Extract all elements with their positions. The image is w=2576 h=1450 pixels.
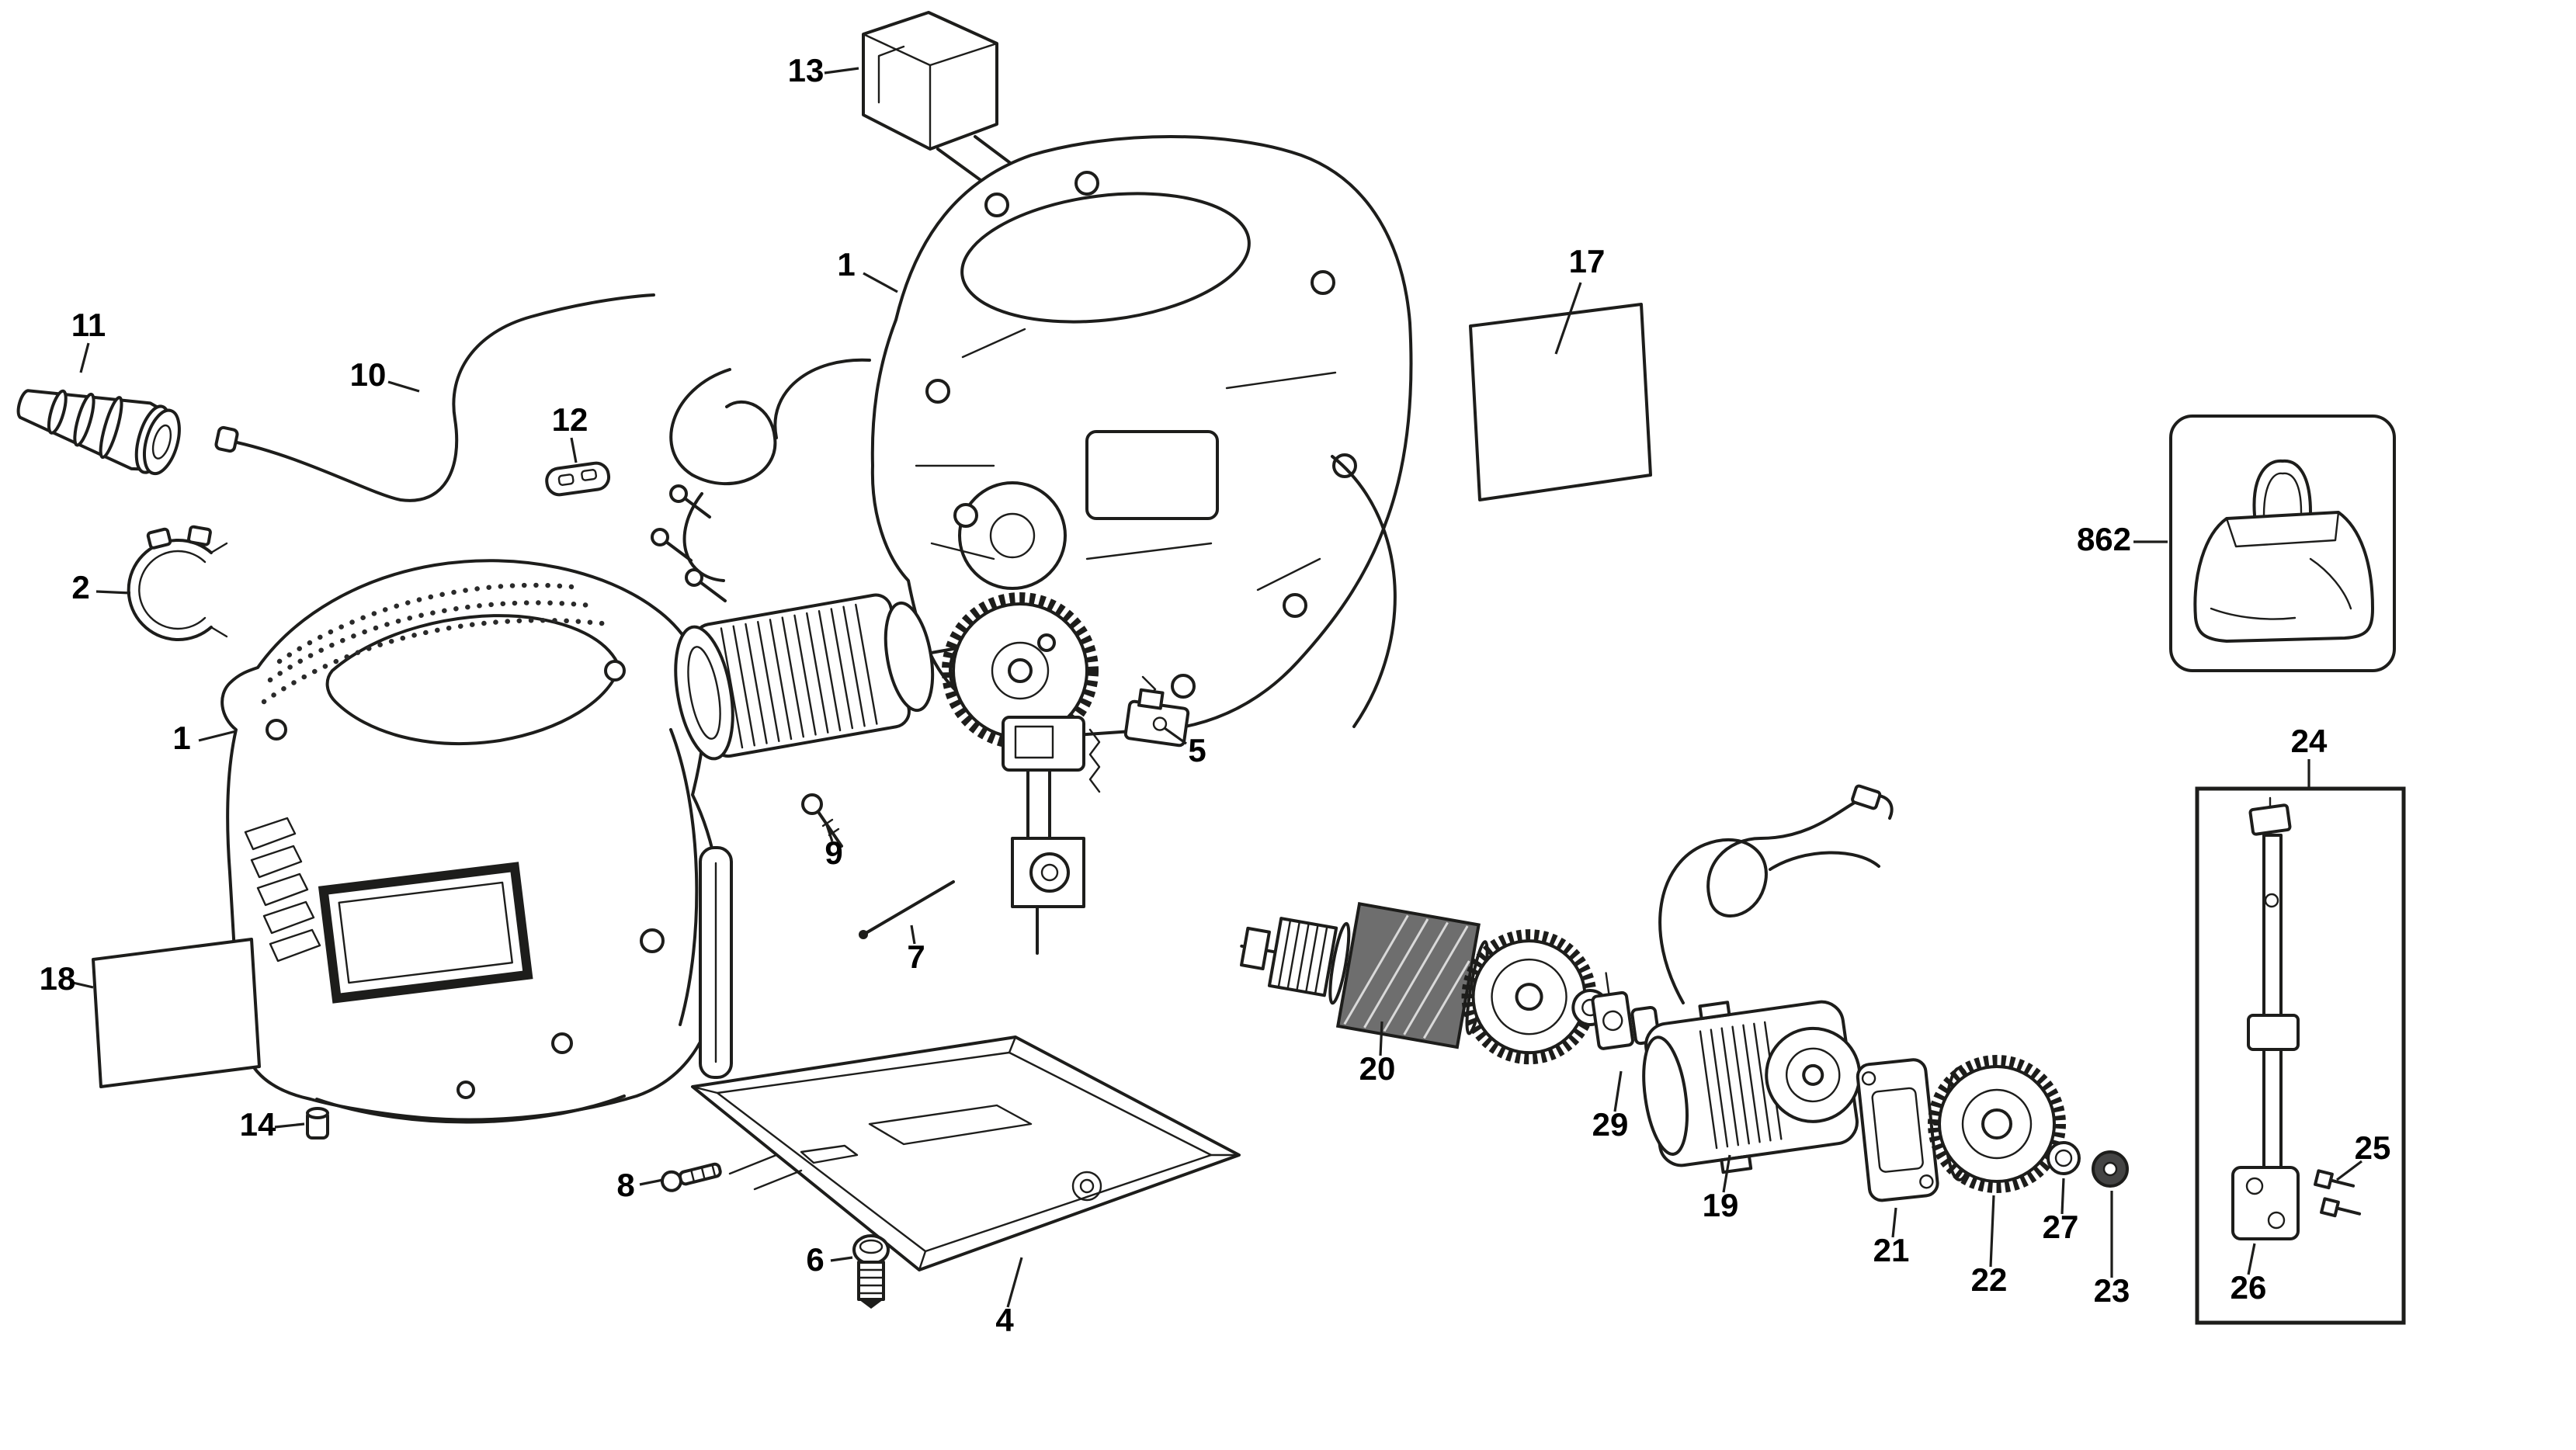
part-decal-17	[1469, 303, 1652, 501]
part-nut-23	[2092, 1150, 2129, 1188]
callout-leader-17	[1554, 282, 1582, 355]
callout-leader-18	[72, 981, 94, 989]
part-switch	[862, 11, 1039, 200]
part-wire-clamp	[127, 525, 228, 641]
callout-leader-27	[2060, 1178, 2065, 1215]
callout-leader-13	[824, 67, 859, 75]
callout-leader-10	[387, 380, 420, 393]
callout-29: 29	[1592, 1106, 1629, 1143]
callout-2: 2	[71, 569, 89, 605]
callout-14: 14	[240, 1106, 276, 1143]
part-blade-assembly-box	[2195, 786, 2406, 1325]
callout-24: 24	[2291, 723, 2328, 759]
callout-5: 5	[1188, 732, 1206, 768]
callout-862: 862	[2077, 521, 2131, 557]
callout-7: 7	[907, 938, 925, 975]
callout-9: 9	[825, 834, 842, 871]
callout-leader-19	[1722, 1154, 1731, 1193]
part-bearing-bracket	[1856, 1058, 1939, 1202]
callout-27: 27	[2043, 1209, 2079, 1245]
callout-23: 23	[2094, 1272, 2130, 1309]
callout-leader-26	[2247, 1243, 2256, 1275]
callout-leader-5	[1164, 727, 1187, 745]
part-set-screw-25a	[2314, 1169, 2356, 1190]
part-shoe-plate	[691, 1035, 1241, 1271]
part-set-screw-25b	[2320, 1197, 2362, 1218]
part-cord-clip	[545, 461, 611, 497]
callout-20: 20	[1359, 1050, 1396, 1087]
part-washer-27	[2047, 1141, 2081, 1175]
part-armature	[1240, 902, 1609, 1065]
callout-10: 10	[350, 356, 387, 393]
callout-leader-1	[198, 730, 237, 742]
part-gear-wheel	[942, 592, 1099, 749]
callout-leader-11	[79, 342, 90, 373]
part-screw-8	[660, 1162, 722, 1192]
part-output-gear	[1928, 1055, 2066, 1193]
part-field-coil	[1642, 1000, 1862, 1174]
part-power-cord	[214, 293, 655, 502]
part-kit-bag	[2169, 415, 2396, 672]
callout-leader-21	[1891, 1207, 1897, 1238]
callout-26: 26	[2231, 1269, 2267, 1306]
part-lead-wires	[651, 358, 871, 602]
part-plunger-assembly	[1002, 716, 1101, 955]
callout-13: 13	[788, 52, 825, 88]
part-screw-6	[852, 1234, 890, 1309]
callout-6: 6	[806, 1241, 824, 1278]
part-upper-housing	[870, 135, 1413, 737]
part-decal-18	[92, 938, 261, 1088]
callout-leader-7	[910, 924, 916, 945]
callout-4: 4	[995, 1302, 1014, 1338]
part-brush-holder	[1591, 972, 1661, 1050]
callout-11: 11	[71, 307, 106, 343]
part-field-wires	[1658, 784, 1894, 1004]
callout-leader-4	[1006, 1257, 1023, 1308]
callout-leader-14	[274, 1122, 305, 1129]
part-cord-protector	[16, 389, 181, 476]
callout-leader-25	[2336, 1160, 2362, 1181]
callout-leader-1	[863, 272, 898, 293]
callout-leader-29	[1613, 1070, 1623, 1112]
callout-25: 25	[2355, 1129, 2391, 1166]
callout-8: 8	[616, 1167, 634, 1203]
part-sleeve-14	[306, 1107, 329, 1140]
callout-leader-6	[830, 1256, 853, 1262]
callout-leader-8	[639, 1178, 664, 1186]
callout-19: 19	[1703, 1187, 1739, 1223]
callout-12: 12	[552, 401, 588, 438]
callout-18: 18	[40, 960, 76, 997]
callout-leader-22	[1989, 1195, 1995, 1268]
callout-21: 21	[1873, 1232, 1910, 1268]
callout-leader-9	[825, 822, 834, 842]
part-guide-block	[1123, 688, 1190, 748]
callout-leader-20	[1379, 1021, 1383, 1056]
part-main-body	[220, 559, 733, 1124]
callout-22: 22	[1971, 1261, 2008, 1298]
part-pin-7	[859, 880, 955, 939]
callout-1: 1	[837, 246, 855, 283]
callout-1: 1	[172, 720, 190, 756]
callout-17: 17	[1569, 243, 1606, 279]
callout-leader-2	[95, 590, 131, 595]
callout-leader-12	[570, 437, 578, 463]
part-motor-assembly	[674, 593, 966, 761]
